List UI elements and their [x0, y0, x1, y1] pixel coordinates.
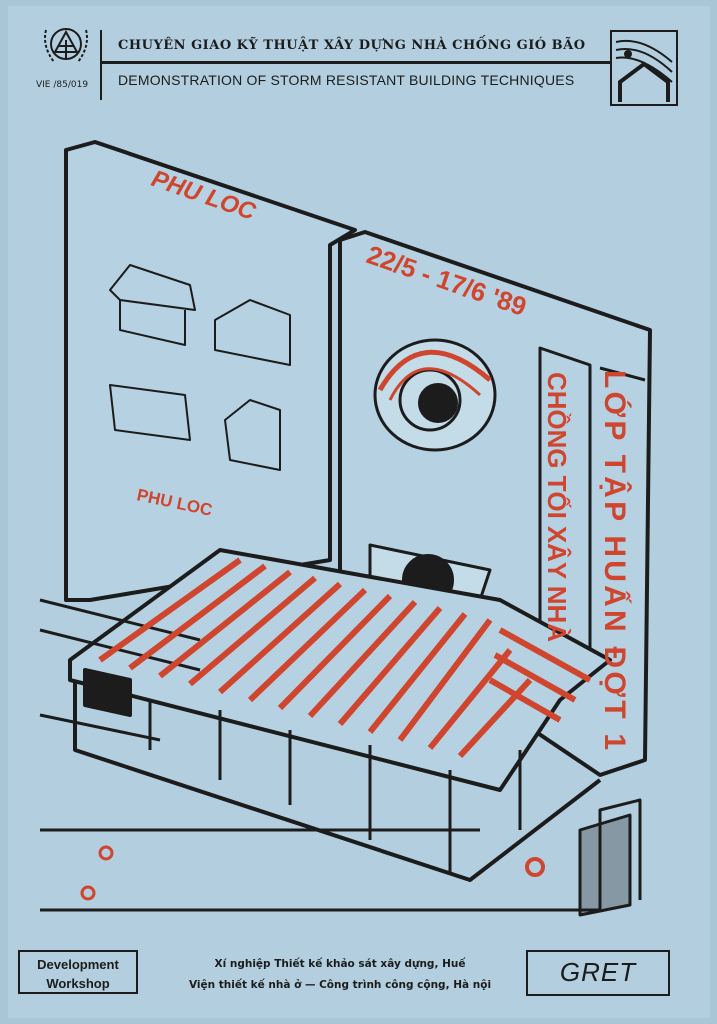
project-code: VIE /85/019	[36, 80, 89, 90]
header-divider	[100, 30, 102, 100]
header-rule	[100, 61, 610, 64]
header-title-vietnamese: CHUYÊN GIAO KỸ THUẬT XÂY DỰNG NHÀ CHỐNG …	[118, 38, 586, 53]
org-left-line2: Workshop	[46, 976, 110, 991]
emblem-logo-icon	[44, 28, 88, 63]
development-workshop-logo: Development Workshop	[18, 950, 138, 994]
left-poster-board	[64, 140, 357, 602]
vertical-slogan: CHỒNG TỐI XÂY NHÀ	[542, 372, 572, 642]
gret-logo: GRET	[526, 950, 670, 996]
vertical-course-title: LỚP TẬP HUẤN ĐỢT 1	[598, 370, 632, 750]
header-title-english: DEMONSTRATION OF STORM RESISTANT BUILDIN…	[118, 72, 575, 88]
roof-stripes	[98, 557, 592, 759]
credits: Xí nghiệp Thiết kế khảo sát xây dựng, Hu…	[170, 954, 510, 996]
credit-line-2: Viện thiết kế nhà ở — Công trình công cộ…	[188, 979, 492, 991]
storm-house-logo-icon	[610, 30, 678, 106]
credit-line-1: Xí nghiệp Thiết kế khảo sát xây dựng, Hu…	[214, 958, 466, 970]
org-left-line1: Development	[37, 957, 119, 972]
